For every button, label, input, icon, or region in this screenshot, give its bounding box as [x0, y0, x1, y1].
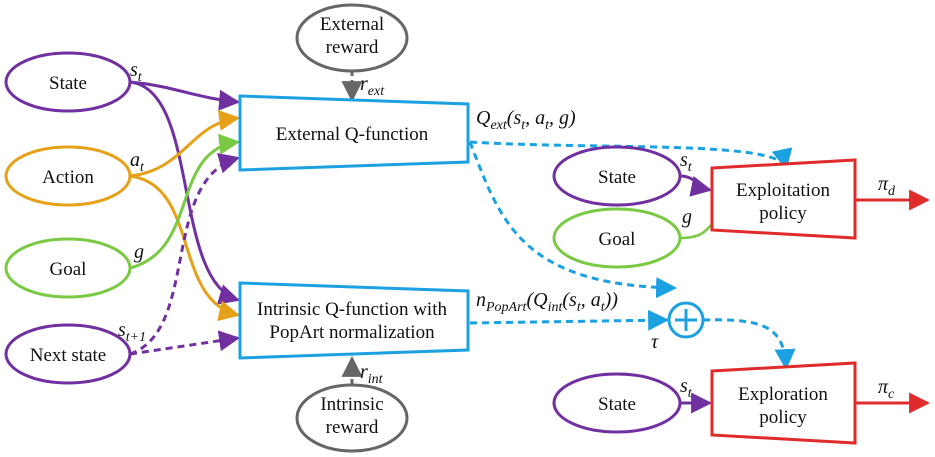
node-next-state-label: Next state — [30, 345, 107, 366]
label-s-t: st — [130, 59, 143, 85]
edge-next-state-external-q — [129, 153, 241, 356]
intrinsic-reward-line1: Intrinsic — [320, 394, 383, 415]
label-policy-s-t-1: st — [680, 149, 693, 175]
intrinsic-q-function-box: Intrinsic Q-function with PopArt normali… — [238, 281, 470, 360]
label-pi-d: πd — [878, 173, 896, 199]
exploitation-policy-line2: policy — [759, 203, 807, 224]
edge-goal-external-q — [129, 133, 241, 270]
exploitation-policy-line1: Exploitation — [736, 180, 830, 201]
node-action: Action — [4, 145, 132, 207]
label-policy-s-t-2: st — [680, 375, 693, 401]
label-g: g — [134, 241, 144, 263]
node-policy-goal: Goal — [552, 207, 682, 269]
edge-next-state-intrinsic-q — [129, 330, 241, 356]
label-policy-g: g — [682, 206, 692, 228]
edge-intrinsic-q-sum — [469, 309, 670, 331]
label-tau: τ — [651, 331, 659, 353]
node-policy-state-2: State — [552, 372, 682, 434]
edge-state-intrinsic-q — [129, 80, 241, 305]
intrinsic-reward-line2: reward — [326, 417, 379, 438]
label-n-popart: nPopArt(Qint(st, at)) — [476, 289, 618, 315]
exploration-policy-line1: Exploration — [738, 384, 828, 405]
external-q-function-box: External Q-function — [238, 94, 470, 172]
node-policy-state-1: State — [552, 145, 682, 207]
edge-action-intrinsic-q — [129, 174, 241, 322]
exploration-policy-line2: policy — [759, 407, 807, 428]
edge-action-external-q — [129, 109, 241, 178]
label-s-t-plus-1: st+1 — [118, 319, 146, 345]
label-q-ext: Qext(st, at, g) — [476, 107, 576, 133]
edge-state-exploitation — [679, 174, 713, 197]
sum-node — [667, 301, 705, 339]
label-r-int: rint — [360, 361, 384, 387]
policy-state-1-label: State — [598, 167, 636, 188]
label-a-t: at — [130, 149, 145, 175]
external-reward-line2: reward — [326, 37, 379, 58]
intrinsic-q-function-line1: Intrinsic Q-function with — [257, 299, 447, 320]
node-intrinsic-reward: Intrinsic reward — [295, 383, 409, 453]
node-action-label: Action — [42, 167, 94, 188]
intrinsic-q-function-line2: PopArt normalization — [269, 322, 435, 343]
external-q-function-label: External Q-function — [276, 124, 429, 145]
node-state: State — [4, 51, 132, 113]
node-next-state: Next state — [4, 323, 132, 385]
external-reward-line1: External — [320, 14, 384, 35]
edge-sum-exploration — [702, 318, 796, 371]
label-pi-c: πc — [878, 376, 895, 402]
edge-state-external-q — [129, 80, 241, 111]
node-goal-label: Goal — [50, 259, 87, 280]
node-goal: Goal — [4, 237, 132, 299]
exploitation-policy-box: Exploitation policy — [710, 158, 857, 240]
edge-external-q-sum — [468, 141, 678, 299]
exploration-policy-box: Exploration policy — [710, 361, 857, 445]
policy-state-2-label: State — [598, 394, 636, 415]
label-r-ext: rext — [360, 73, 385, 99]
node-external-reward: External reward — [295, 3, 409, 73]
node-state-label: State — [49, 73, 87, 94]
edge-external-q-exploitation — [469, 140, 793, 171]
edge-goal-exploitation — [679, 223, 713, 240]
policy-goal-label: Goal — [599, 229, 636, 250]
